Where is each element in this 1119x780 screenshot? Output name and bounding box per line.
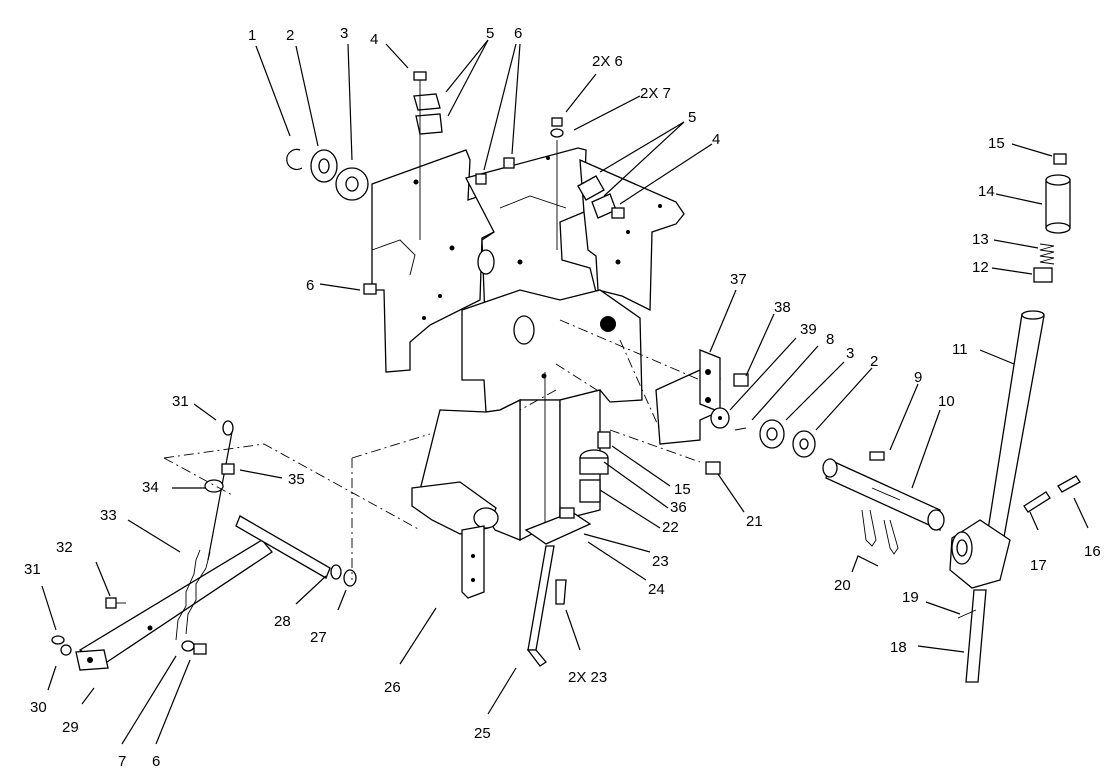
callout-19: 19 [902, 589, 919, 606]
callout-5b: 5 [688, 109, 696, 126]
rod-25 [526, 545, 567, 667]
lift-arm-26 [411, 481, 499, 599]
handle-grip-14 [1045, 174, 1071, 234]
callout-31a: 31 [172, 393, 189, 410]
callout-labels: 1 2 3 4 5 6 2X 6 2X 7 5 4 15 14 13 12 11… [24, 25, 1101, 770]
callout-11: 11 [952, 341, 968, 358]
callout-6c: 6 [152, 753, 160, 770]
callout-3b: 3 [846, 345, 854, 362]
leader-lines [41, 39, 1089, 745]
callout-36: 36 [670, 499, 687, 516]
callout-25: 25 [474, 725, 491, 742]
nut-6a [363, 283, 377, 295]
bolt-stack-2x6-2x7 [550, 117, 564, 250]
callout-22: 22 [662, 519, 679, 536]
callout-21: 21 [746, 513, 763, 530]
nut-6b [475, 157, 515, 185]
callout-37: 37 [730, 271, 747, 288]
callout-7: 7 [118, 753, 126, 770]
shaft-10 [822, 451, 945, 532]
callout-15a: 15 [988, 135, 1005, 152]
nut-35 [221, 463, 235, 475]
callout-5: 5 [486, 25, 494, 42]
callout-2b: 2 [870, 353, 878, 370]
callout-2: 2 [286, 27, 294, 44]
clamp-5b [577, 175, 625, 219]
collar-12 [1033, 267, 1053, 283]
callout-17: 17 [1030, 557, 1047, 574]
callout-8: 8 [826, 331, 834, 348]
bushing-3b [759, 419, 785, 449]
clamp-5a [413, 71, 443, 240]
washer-2b [792, 430, 816, 458]
callout-2x6: 2X 6 [592, 53, 623, 70]
callout-2x23: 2X 23 [568, 669, 607, 686]
clip-28-nut-27 [330, 564, 357, 587]
pin-19 [957, 609, 977, 619]
callout-39: 39 [800, 321, 817, 338]
ring-clip-1 [286, 148, 303, 171]
swivel-34 [204, 479, 224, 493]
lever-hub [949, 519, 1011, 589]
callout-10: 10 [938, 393, 955, 410]
callout-16: 16 [1084, 543, 1101, 560]
callout-34: 34 [142, 479, 159, 496]
chain-33 [175, 549, 211, 641]
bracket-37 [655, 349, 721, 445]
knob-36-spacer-22 [579, 431, 611, 503]
callout-35: 35 [288, 471, 305, 488]
chain-link-rod-31 [207, 420, 234, 561]
pins-16-17 [1023, 475, 1081, 513]
lower-center-frame-plate [461, 289, 643, 413]
callout-24: 24 [648, 581, 665, 598]
callout-1: 1 [248, 27, 256, 44]
bolt-32 [105, 597, 126, 609]
callout-4: 4 [370, 31, 378, 48]
bracket-24 [524, 507, 592, 545]
callout-28: 28 [274, 613, 291, 630]
assembly-centerlines [163, 319, 701, 580]
spring-13 [1039, 243, 1055, 265]
callout-9: 9 [914, 369, 922, 386]
callout-14: 14 [978, 183, 995, 200]
washer-39 [710, 407, 747, 431]
bolt-38 [733, 373, 749, 387]
callout-4b: 4 [712, 131, 720, 148]
callout-12: 12 [972, 259, 989, 276]
callout-33: 33 [100, 507, 117, 524]
callout-23: 23 [652, 553, 669, 570]
callout-13: 13 [972, 231, 989, 248]
callout-38: 38 [774, 299, 791, 316]
rod-18 [965, 589, 987, 683]
bolt-21 [705, 461, 721, 475]
callout-6: 6 [514, 25, 522, 42]
cotter-pins-20 [861, 509, 899, 555]
callout-3: 3 [340, 25, 348, 42]
upper-left-frame-plate [371, 149, 495, 373]
clip-30 [51, 635, 72, 656]
lift-link-33 [75, 515, 331, 671]
cap-15a [1053, 153, 1067, 165]
callout-15b: 15 [674, 481, 691, 498]
nut-6c [181, 640, 207, 655]
callout-2x7: 2X 7 [640, 85, 671, 102]
callout-31b: 31 [24, 561, 41, 578]
callout-32: 32 [56, 539, 73, 556]
callout-29: 29 [62, 719, 79, 736]
callout-20: 20 [834, 577, 851, 594]
callout-27: 27 [310, 629, 327, 646]
callout-30: 30 [30, 699, 47, 716]
bushing-3a [335, 167, 369, 201]
callout-6b: 6 [306, 277, 314, 294]
washer-2a [310, 149, 338, 183]
support-column [419, 372, 601, 542]
callout-18: 18 [890, 639, 907, 656]
callout-26: 26 [384, 679, 401, 696]
